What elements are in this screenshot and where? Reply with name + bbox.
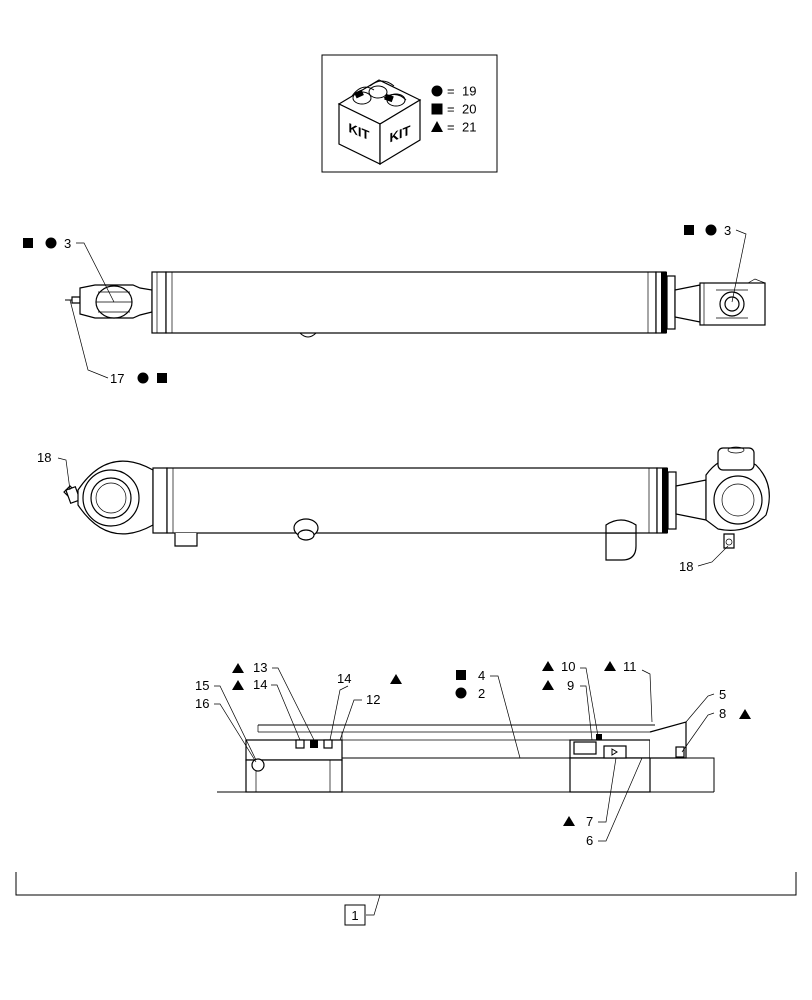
circle-icon [137, 372, 149, 384]
grease-fitting-left [71, 296, 81, 304]
callout-label: 7 [586, 814, 593, 829]
cylinder-section-view [217, 721, 715, 793]
circle-icon [455, 687, 467, 699]
triangle-icon [542, 680, 554, 690]
callout-18-left: 18 [37, 450, 71, 491]
end-cap-left-side [152, 467, 168, 534]
seal-13 [295, 739, 305, 749]
callout-label: 18 [679, 559, 693, 574]
callout-label: 8 [719, 706, 726, 721]
port-left [174, 533, 198, 547]
triangle-icon [739, 709, 751, 719]
callout-label: 14 [253, 677, 267, 692]
callout-11: 11 [604, 659, 653, 723]
legend-number-21: 21 [462, 120, 476, 135]
callout-label: 5 [719, 687, 726, 702]
callout-3-left: 3 [23, 236, 115, 303]
callout-label: 4 [478, 668, 485, 683]
callout-16: 16 [195, 696, 257, 763]
callout-label: 3 [64, 236, 71, 251]
callout-14-right: 14 [329, 671, 402, 741]
callout-label: 3 [724, 223, 731, 238]
callout-4: 4 [456, 668, 521, 759]
callout-label: 10 [561, 659, 575, 674]
triangle-icon [431, 121, 443, 132]
triangle-icon [604, 661, 616, 671]
callout-label: 15 [195, 678, 209, 693]
cylinder-side-view [63, 446, 770, 561]
callout-7: 7 [563, 757, 617, 829]
legend-equals: = [447, 84, 455, 99]
gland-ring [661, 272, 667, 333]
callout-label: 12 [366, 692, 380, 707]
kit-legend-triangle-entry: = 21 [431, 120, 476, 135]
end-cap-left [151, 271, 167, 334]
callout-label: 18 [37, 450, 51, 465]
kit-legend-circle-entry: = 19 [431, 84, 476, 99]
legend-number-19: 19 [462, 84, 476, 99]
callout-18-right: 18 [679, 545, 729, 574]
seal-16 [251, 758, 265, 772]
callout-label: 13 [253, 660, 267, 675]
callout-3-right: 3 [684, 223, 747, 303]
kit-legend-square-entry: = 20 [431, 102, 476, 117]
kit-legend: KIT KIT = 19 = 20 = 21 [321, 54, 498, 173]
callout-label: 11 [623, 659, 637, 674]
square-icon [684, 225, 694, 235]
legend-number-20: 20 [462, 102, 476, 117]
square-icon [456, 670, 466, 680]
legend-equals: = [447, 120, 455, 135]
callout-12: 12 [339, 692, 380, 741]
callout-label: 17 [110, 371, 124, 386]
callout-15: 15 [195, 678, 257, 761]
callout-label: 9 [567, 678, 574, 693]
cylinder-barrel-side [166, 467, 658, 534]
callout-label: 16 [195, 696, 209, 711]
callout-14-left: 14 [232, 677, 301, 741]
cylinder-top-view [65, 271, 766, 338]
square-icon [23, 238, 33, 248]
callout-9: 9 [542, 678, 593, 741]
callout-5: 5 [685, 687, 726, 723]
callout-label-1: 1 [351, 908, 358, 923]
callout-6: 6 [586, 757, 643, 848]
callout-label: 14 [337, 671, 351, 686]
item-1-box [344, 904, 366, 926]
triangle-icon [542, 661, 554, 671]
kit-box-icon: KIT KIT [337, 79, 422, 166]
callout-2: 2 [455, 686, 485, 701]
circle-icon [45, 237, 57, 249]
port-right-elbow [605, 519, 637, 561]
callout-8: 8 [681, 706, 751, 753]
assembly-bracket: 1 [15, 872, 797, 926]
legend-equals: = [447, 102, 455, 117]
cylinder-barrel-top [165, 271, 657, 334]
port-center [293, 518, 319, 541]
callout-17: 17 [69, 299, 167, 386]
seal-8 [675, 746, 685, 758]
triangle-icon [232, 663, 244, 673]
square-icon [431, 103, 443, 115]
cross-tube [717, 447, 755, 471]
kit-legend-frame [321, 54, 498, 173]
circle-icon [431, 85, 443, 97]
callout-label: 2 [478, 686, 485, 701]
square-icon [157, 373, 167, 383]
triangle-icon [390, 674, 402, 684]
triangle-icon [563, 816, 575, 826]
callout-label: 6 [586, 833, 593, 848]
circle-icon [705, 224, 717, 236]
grease-fitting-18-right [723, 533, 735, 549]
triangle-icon [232, 680, 244, 690]
wiper-seal-7 [603, 745, 627, 759]
callout-10: 10 [542, 659, 599, 737]
callout-13: 13 [232, 660, 315, 741]
